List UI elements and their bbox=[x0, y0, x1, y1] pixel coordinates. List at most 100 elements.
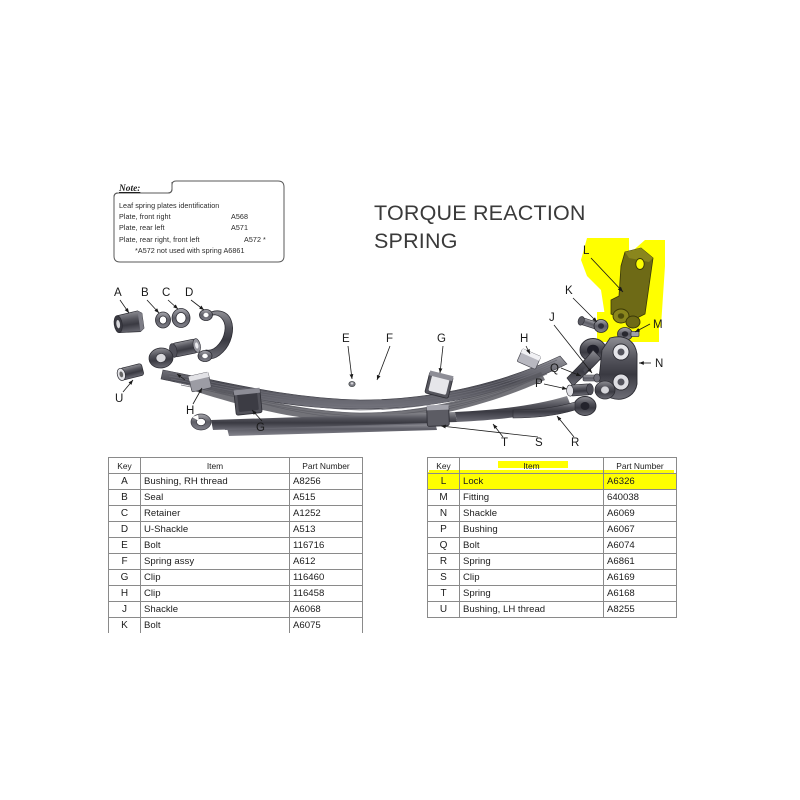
spring-clip-blocks bbox=[188, 348, 541, 427]
cell-item: Bushing, LH thread bbox=[459, 601, 604, 618]
callout-label-b: B bbox=[141, 287, 149, 299]
table-row[interactable]: M Fitting 640038 bbox=[427, 489, 677, 506]
cell-item: Clip bbox=[459, 569, 604, 586]
page-title-line1: TORQUE REACTION bbox=[374, 201, 586, 225]
column-header-key: Key bbox=[108, 457, 141, 474]
part-k-bolt-head bbox=[593, 319, 609, 333]
cell-part-number: A513 bbox=[289, 521, 363, 538]
table-row[interactable]: B Seal A515 bbox=[108, 489, 363, 506]
table-row[interactable]: R Spring A6861 bbox=[427, 553, 677, 570]
cell-part-number: 116458 bbox=[289, 585, 363, 602]
callout-label-n: N bbox=[655, 358, 663, 370]
cell-item: Shackle bbox=[459, 505, 604, 522]
diagram-callouts: A B C D U H G E bbox=[114, 245, 663, 449]
cell-part-number: A8256 bbox=[289, 473, 363, 490]
callout-label-m: M bbox=[653, 319, 663, 331]
table-row[interactable]: F Spring assy A612 bbox=[108, 553, 363, 570]
table-row[interactable]: A Bushing, RH thread A8256 bbox=[108, 473, 363, 490]
table-header-row: Key Item Part Number bbox=[108, 457, 363, 474]
note-body: Leaf spring plates identification Plate,… bbox=[119, 200, 285, 256]
parts-list-right: Key Item Part Number L Lock A6326 M Fitt… bbox=[427, 457, 677, 618]
callout-label-u: U bbox=[115, 393, 123, 405]
cell-key: H bbox=[108, 585, 141, 602]
cell-part-number: A8255 bbox=[603, 601, 677, 618]
table-row[interactable]: H Clip 116458 bbox=[108, 585, 363, 602]
note-plate-row-1: Plate, rear left A571 bbox=[119, 222, 285, 233]
note-plate-value-1: A571 bbox=[231, 223, 248, 233]
callout-label-r: R bbox=[571, 437, 579, 449]
cell-item: Clip bbox=[140, 569, 290, 586]
callout-label-d: D bbox=[185, 287, 193, 299]
page-title: TORQUE REACTION SPRING bbox=[374, 199, 644, 255]
cell-part-number: A6067 bbox=[603, 521, 677, 538]
table-row[interactable]: U Bushing, LH thread A8255 bbox=[427, 601, 677, 618]
part-p-bushing bbox=[566, 383, 594, 397]
cell-key: N bbox=[427, 505, 460, 522]
diagram-svg: A B C D U H G E bbox=[113, 238, 665, 449]
part-bushing-stack-2 bbox=[594, 380, 616, 400]
cell-key: U bbox=[427, 601, 460, 618]
cell-key: B bbox=[108, 489, 141, 506]
cell-key: T bbox=[427, 585, 460, 602]
table-row[interactable]: S Clip A6169 bbox=[427, 569, 677, 586]
cell-key: F bbox=[108, 553, 141, 570]
table-row[interactable]: Q Bolt A6074 bbox=[427, 537, 677, 554]
exploded-parts-diagram: A B C D U H G E bbox=[105, 230, 695, 455]
cell-part-number: A6861 bbox=[603, 553, 677, 570]
cell-item: Clip bbox=[140, 585, 290, 602]
callout-label-e: E bbox=[342, 333, 350, 345]
column-header-key: Key bbox=[427, 457, 460, 474]
column-header-part-number: Part Number bbox=[603, 457, 677, 474]
cell-item: Bolt bbox=[140, 617, 290, 633]
table-row[interactable]: G Clip 116460 bbox=[108, 569, 363, 586]
cell-item: Seal bbox=[140, 489, 290, 506]
cell-key: J bbox=[108, 601, 141, 618]
table-row-highlighted[interactable]: L Lock A6326 bbox=[427, 473, 677, 490]
callout-label-j: J bbox=[549, 312, 555, 324]
callout-label-q: Q bbox=[550, 363, 559, 375]
cell-item: Lock bbox=[459, 473, 604, 490]
table-row[interactable]: N Shackle A6069 bbox=[427, 505, 677, 522]
note-plate-value-2: A572 * bbox=[244, 234, 266, 244]
note-subheading: Leaf spring plates identification bbox=[119, 201, 220, 210]
callout-label-g-right: G bbox=[437, 333, 446, 345]
part-b-seal bbox=[155, 311, 171, 329]
column-header-part-number: Part Number bbox=[289, 457, 363, 474]
callout-label-l: L bbox=[583, 245, 590, 257]
table-row[interactable]: T Spring A6168 bbox=[427, 585, 677, 602]
callout-label-p: P bbox=[535, 378, 543, 390]
part-u-bushing bbox=[116, 363, 144, 381]
table-row[interactable]: P Bushing A6067 bbox=[427, 521, 677, 538]
note-box-frame bbox=[113, 180, 285, 263]
table-header-row: Key Item Part Number bbox=[427, 457, 677, 474]
note-heading: Note: bbox=[119, 184, 141, 194]
callout-label-s: S bbox=[535, 437, 543, 449]
note-plate-label-0: Plate, front right bbox=[119, 212, 171, 222]
table-row[interactable]: K Bolt A6075 bbox=[108, 617, 363, 633]
cell-item: Spring bbox=[459, 553, 604, 570]
column-header-item: Item bbox=[459, 457, 604, 474]
cell-part-number: A6074 bbox=[603, 537, 677, 554]
cell-key: L bbox=[427, 473, 460, 490]
cell-part-number: A6075 bbox=[289, 617, 363, 633]
table-row[interactable]: J Shackle A6068 bbox=[108, 601, 363, 618]
callout-label-t: T bbox=[501, 437, 508, 449]
cell-part-number: 116460 bbox=[289, 569, 363, 586]
part-a-bushing bbox=[113, 310, 145, 333]
table-row[interactable]: C Retainer A1252 bbox=[108, 505, 363, 522]
part-d-u-shackle bbox=[197, 309, 233, 362]
table-row[interactable]: D U-Shackle A513 bbox=[108, 521, 363, 538]
callout-label-h-left: H bbox=[186, 405, 194, 417]
cell-key: A bbox=[108, 473, 141, 490]
cell-key: K bbox=[108, 617, 141, 633]
cell-part-number: 640038 bbox=[603, 489, 677, 506]
parts-list-left: Key Item Part Number A Bushing, RH threa… bbox=[108, 457, 363, 633]
cell-key: C bbox=[108, 505, 141, 522]
table-row[interactable]: E Bolt 116716 bbox=[108, 537, 363, 554]
torque-rod-assembly bbox=[190, 396, 571, 436]
cell-item: Spring assy bbox=[140, 553, 290, 570]
note-plate-row-0: Plate, front right A568 bbox=[119, 211, 285, 222]
part-l-lock bbox=[610, 247, 654, 329]
cell-item: Retainer bbox=[140, 505, 290, 522]
